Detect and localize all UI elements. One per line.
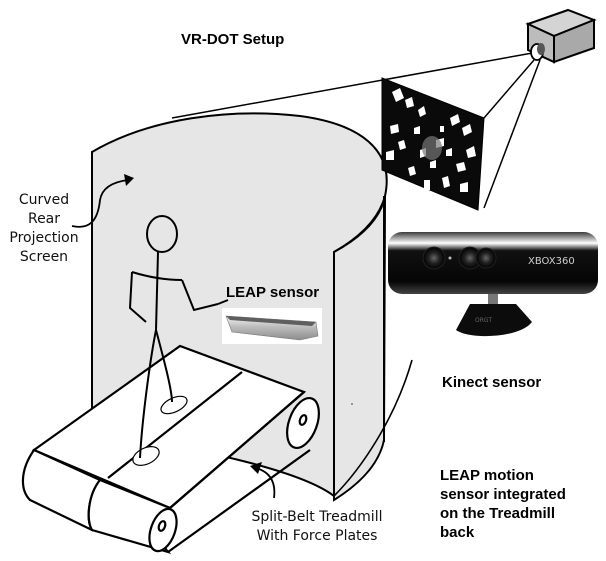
curved-screen-label-line: Screen (19, 249, 69, 265)
split-belt-treadmill (21, 344, 320, 555)
treadmill-label-line: Split-Belt Treadmill (251, 509, 383, 525)
leap-note-line: sensor integrated (440, 486, 566, 503)
leap-note-line: LEAP motion (440, 467, 534, 484)
floor-arc (333, 359, 413, 497)
screen-pointer-arrow (71, 174, 134, 228)
diagram-title: VR-DOT Setup (181, 31, 285, 48)
projected-image (381, 77, 485, 211)
leap-pointer-line (217, 299, 229, 305)
kinect-sensor-label: Kinect sensor (442, 374, 542, 391)
stick-figure-walker (128, 215, 219, 459)
curved-screen-label-line: Projection (9, 230, 79, 246)
svg-text:ORGT: ORGT (475, 317, 492, 324)
curved-screen-label-line: Curved (18, 192, 70, 208)
treadmill-label-line: With Force Plates (256, 528, 378, 544)
stray-dot (351, 403, 353, 405)
kinect-brand-text: XBOX360 (528, 256, 575, 267)
treadmill-label: Split-Belt Treadmill With Force Plates (232, 508, 402, 546)
projection-beam (171, 51, 541, 209)
curved-screen-label-line: Rear (27, 211, 61, 227)
projector-icon (525, 8, 597, 64)
treadmill-pointer-arrow (250, 462, 276, 499)
leap-sensor-label: LEAP sensor (226, 284, 320, 301)
kinect-sensor-device: XBOX360 ORGT (388, 232, 598, 337)
leap-integration-note: LEAP motion sensor integrated on the Tre… (440, 466, 566, 542)
leap-note-line: back (440, 524, 475, 541)
leap-note-line: on the Treadmill (440, 505, 556, 522)
curved-screen-label: Curved Rear Projection Screen (6, 191, 82, 267)
leap-sensor-device (222, 308, 322, 344)
